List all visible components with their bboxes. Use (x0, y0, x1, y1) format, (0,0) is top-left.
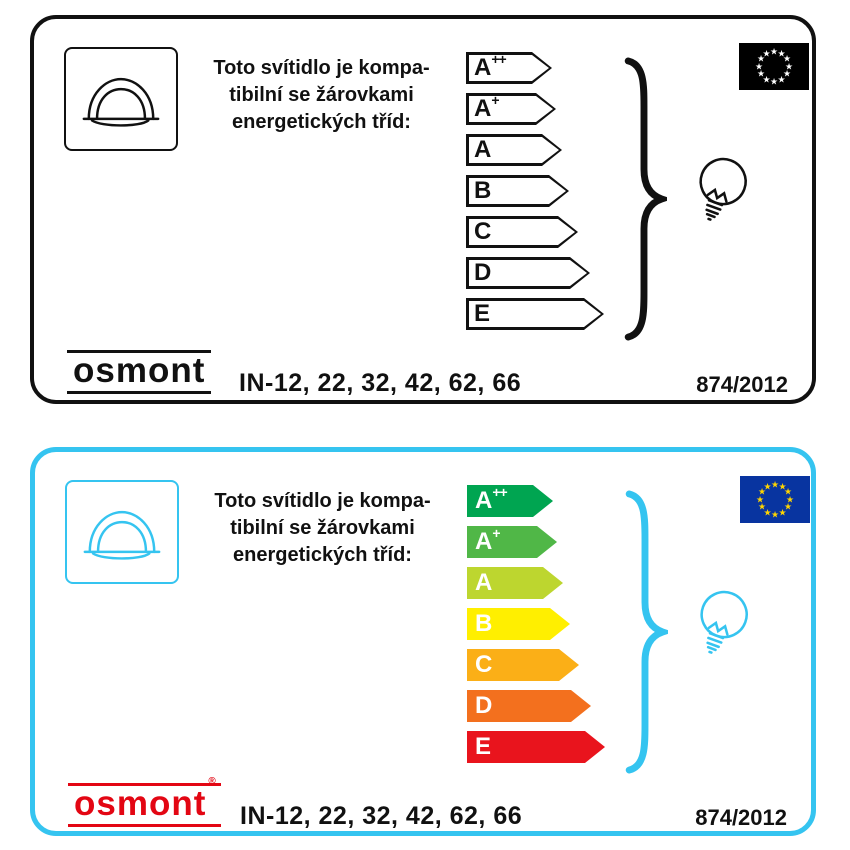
compat-line: energetických tříd: (233, 544, 412, 566)
energy-class-label: C (474, 217, 492, 245)
arrow-fill (469, 178, 566, 204)
star-icon: ★ (782, 68, 792, 79)
star-icon: ★ (769, 46, 779, 56)
star-icon: ★ (770, 479, 780, 489)
model-list: IN-12, 22, 32, 42, 62, 66 (239, 369, 522, 397)
energy-class-arrow-a: A (467, 567, 563, 599)
energy-class-label: B (474, 176, 492, 204)
energy-class-arrow-a: A (466, 134, 562, 166)
compatibility-text: Toto svítidlo je kompa- tibilní se žárov… (175, 488, 470, 569)
eu-flag: ★ ★ ★ ★ ★ ★ ★ ★ ★ ★ ★ ★ (740, 476, 810, 523)
energy-class-label: A (475, 568, 493, 596)
star-icon: ★ (783, 501, 793, 512)
osmont-logo: osmont (67, 350, 212, 394)
star-icon: ★ (777, 74, 786, 84)
energy-class-label: A+ (474, 91, 499, 122)
arrow-fill (469, 260, 587, 286)
energy-class-arrow-a-plus: A+ (467, 526, 557, 558)
compat-line: tibilní se žárovkami (230, 517, 415, 539)
compat-line: tibilní se žárovkami (229, 84, 414, 106)
star-icon: ★ (756, 53, 766, 64)
energy-class-arrow-a-plus-plus: A++ (466, 52, 552, 84)
ceiling-lamp-icon (83, 510, 161, 560)
energy-label-card-color: Toto svítidlo je kompa- tibilní se žárov… (30, 447, 816, 836)
star-icon: ★ (762, 48, 771, 58)
energy-class-arrow-d: D (467, 690, 591, 722)
arrow-fill (470, 529, 554, 555)
energy-class-arrow-a-plus: A+ (466, 93, 556, 125)
energy-class-label: B (475, 609, 493, 637)
regulation-number: 874/2012 (696, 372, 788, 397)
energy-class-label: E (475, 732, 492, 760)
arrow-fill (469, 219, 575, 245)
star-icon: ★ (769, 76, 779, 86)
compat-line: Toto svítidlo je kompa- (213, 57, 430, 79)
star-icon: ★ (757, 501, 767, 512)
compatibility-text: Toto svítidlo je kompa- tibilní se žárov… (174, 55, 469, 136)
energy-class-label: C (475, 650, 493, 678)
brand-name: osmont (74, 784, 207, 823)
energy-class-label: A+ (475, 524, 500, 555)
osmont-logo: osmont® (68, 777, 221, 827)
arrow-fill (470, 488, 550, 514)
energy-class-label: A++ (475, 483, 507, 514)
star-icon: ★ (755, 494, 765, 504)
light-bulb-icon (680, 585, 762, 673)
star-icon: ★ (778, 507, 787, 517)
energy-class-arrow-d: D (466, 257, 590, 289)
star-icon: ★ (757, 486, 767, 497)
star-icon: ★ (756, 68, 766, 79)
energy-class-list: A++ A+ A B C D E (466, 52, 604, 339)
arrow-fill (470, 734, 602, 760)
brace-icon (619, 55, 667, 343)
arrow-fill (470, 611, 567, 637)
arrow-fill (469, 55, 549, 81)
energy-class-arrow-e: E (467, 731, 605, 763)
arrow-fill (469, 96, 553, 122)
star-icon: ★ (777, 48, 786, 58)
arrow-fill (469, 137, 559, 163)
luminaire-icon-box (65, 480, 179, 584)
arrow-fill (470, 693, 588, 719)
star-icon: ★ (763, 507, 772, 517)
energy-class-label: A++ (474, 50, 506, 81)
trademark-symbol: ® (208, 776, 217, 788)
compat-line: Toto svítidlo je kompa- (214, 490, 431, 512)
star-icon: ★ (784, 61, 794, 71)
star-icon: ★ (754, 61, 764, 71)
energy-class-label: A (474, 135, 492, 163)
eu-flag-stars: ★ ★ ★ ★ ★ ★ ★ ★ ★ ★ ★ ★ (739, 43, 809, 90)
energy-class-label: D (474, 258, 492, 286)
star-icon: ★ (763, 481, 772, 491)
star-icon: ★ (770, 509, 780, 519)
compat-line: energetických tříd: (232, 111, 411, 133)
star-icon: ★ (783, 486, 793, 497)
eu-flag: ★ ★ ★ ★ ★ ★ ★ ★ ★ ★ ★ ★ (739, 43, 809, 90)
star-icon: ★ (778, 481, 787, 491)
energy-class-list: A++ A+ A B C D E (467, 485, 605, 772)
arrow-fill (470, 652, 576, 678)
energy-label-card-mono: Toto svítidlo je kompa- tibilní se žárov… (30, 15, 816, 404)
luminaire-icon-box (64, 47, 178, 151)
energy-class-arrow-b: B (466, 175, 569, 207)
star-icon: ★ (782, 53, 792, 64)
star-icon: ★ (762, 74, 771, 84)
arrow-fill (469, 301, 601, 327)
energy-class-arrow-e: E (466, 298, 604, 330)
energy-class-arrow-b: B (467, 608, 570, 640)
regulation-number: 874/2012 (695, 805, 787, 830)
energy-class-arrow-c: C (467, 649, 579, 681)
model-list: IN-12, 22, 32, 42, 62, 66 (240, 802, 523, 830)
energy-class-arrow-c: C (466, 216, 578, 248)
arrow-fill (470, 570, 560, 596)
eu-flag-stars: ★ ★ ★ ★ ★ ★ ★ ★ ★ ★ ★ ★ (740, 476, 810, 523)
star-icon: ★ (785, 494, 795, 504)
brand-name: osmont (73, 351, 206, 390)
brace-icon (620, 488, 668, 776)
energy-class-arrow-a-plus-plus: A++ (467, 485, 553, 517)
energy-class-label: E (474, 299, 491, 327)
ceiling-lamp-icon (82, 77, 160, 127)
light-bulb-icon (679, 152, 761, 240)
energy-class-label: D (475, 691, 493, 719)
